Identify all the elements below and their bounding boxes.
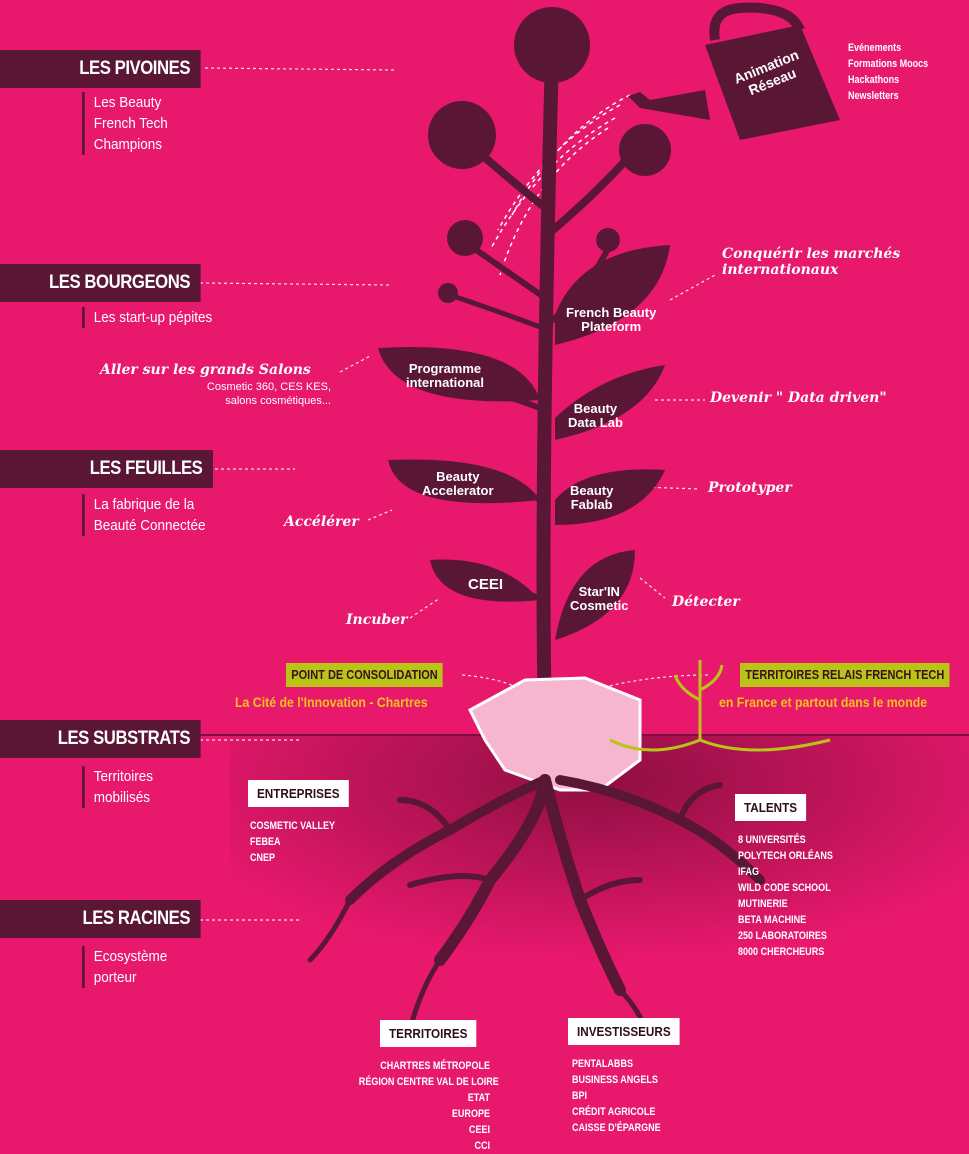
animation-item: Formations Moocs xyxy=(848,58,929,70)
action-detecter: Détecter xyxy=(672,594,740,610)
peony-flowers xyxy=(428,7,671,303)
salons-details: Cosmetic 360, CES KES, salons cosmétique… xyxy=(186,380,331,408)
root-item: CHARTRES MÉTROPOLE xyxy=(380,1060,490,1072)
action-line: Conquérir les marchés xyxy=(722,246,901,262)
consolidation-box: POINT DE CONSOLIDATION xyxy=(286,663,444,687)
leaf-line: Star'IN xyxy=(578,584,620,599)
leaf-french-beauty-plateform: French Beauty Plateform xyxy=(566,306,656,334)
layer-title-bourgeons: LES BOURGEONS xyxy=(0,264,201,302)
leaf-line: Accelerator xyxy=(422,483,494,498)
action-salons: Aller sur les grands Salons xyxy=(100,362,311,378)
leaf-line: Beauty xyxy=(570,483,614,498)
layer-line: Ecosystème xyxy=(93,948,168,965)
root-item: IFAG xyxy=(738,866,760,878)
layer-line: Les Beauty xyxy=(93,94,162,111)
layer-line: Champions xyxy=(93,136,162,153)
leaf-line: Plateform xyxy=(581,319,642,334)
leaves xyxy=(378,245,670,640)
root-item: CCI xyxy=(474,1140,490,1152)
layer-description-pivoines: Les Beauty French Tech Champions xyxy=(82,92,168,155)
layer-line: Les start-up pépites xyxy=(93,309,213,326)
animation-item: Evénements xyxy=(848,42,902,54)
action-line: internationaux xyxy=(722,262,839,278)
layer-line: Beauté Connectée xyxy=(93,517,206,534)
action-prototyper: Prototyper xyxy=(708,480,792,496)
animation-item: Newsletters xyxy=(848,90,899,102)
leaf-line: French Beauty xyxy=(566,305,657,320)
leaf-beauty-fablab: Beauty Fablab xyxy=(570,484,613,512)
leaf-line: Data Lab xyxy=(568,415,623,430)
layer-title-racines: LES RACINES xyxy=(0,900,201,938)
layer-description-racines: Ecosystème porteur xyxy=(82,946,167,988)
action-data-driven: Devenir " Data driven" xyxy=(710,390,887,406)
leaf-line: Beauty xyxy=(573,401,618,416)
roots-entreprises-list: COSMETIC VALLEY FEBEA CNEP xyxy=(250,818,335,866)
layer-description-feuilles: La fabrique de la Beauté Connectée xyxy=(82,494,206,536)
consolidation-map-shape xyxy=(468,676,642,792)
root-item: FEBEA xyxy=(250,836,281,848)
salons-line: Cosmetic 360, CES KES, xyxy=(206,381,331,393)
root-item: WILD CODE SCHOOL xyxy=(738,882,831,894)
root-item: MUTINERIE xyxy=(738,898,788,910)
root-item: CEEI xyxy=(468,1124,490,1136)
root-item: 250 LABORATOIRES xyxy=(738,930,827,942)
roots-investisseurs-list: PENTALABBS BUSINESS ANGELS BPI CRÉDIT AG… xyxy=(572,1056,661,1136)
animation-item: Hackathons xyxy=(848,74,900,86)
root-item: POLYTECH ORLÉANS xyxy=(738,850,833,862)
consolidation-location: La Cité de l'Innovation - Chartres xyxy=(235,694,428,710)
layer-line: French Tech xyxy=(93,115,168,132)
leaf-beauty-data-lab: Beauty Data Lab xyxy=(568,402,623,430)
root-item: BPI xyxy=(572,1090,588,1102)
leaf-line: international xyxy=(406,375,485,390)
territoires-relais-box: TERRITOIRES RELAIS FRENCH TECH xyxy=(740,663,950,687)
leaf-line: Beauty xyxy=(436,469,480,484)
animation-list: Evénements Formations Moocs Hackathons N… xyxy=(848,40,928,104)
watering-can-icon xyxy=(628,2,840,140)
root-item: CAISSE D'ÉPARGNE xyxy=(572,1122,661,1134)
layer-description-substrats: Territoires mobilisés xyxy=(82,766,153,808)
leaf-starin-cosmetic: Star'IN Cosmetic xyxy=(570,585,629,613)
action-incuber: Incuber xyxy=(346,612,408,628)
layer-line: mobilisés xyxy=(93,789,150,806)
root-item: ETAT xyxy=(467,1092,490,1104)
territoires-relais-sub: en France et partout dans le monde xyxy=(719,694,928,710)
roots-entreprises-title: ENTREPRISES xyxy=(248,780,349,807)
root-item: 8000 CHERCHEURS xyxy=(738,946,825,958)
layer-line: Territoires xyxy=(93,768,153,785)
root-item: CNEP xyxy=(250,852,276,864)
layer-title-substrats: LES SUBSTRATS xyxy=(0,720,201,758)
root-item: PENTALABBS xyxy=(572,1058,633,1070)
sprout-icon xyxy=(609,660,831,752)
root-item: CRÉDIT AGRICOLE xyxy=(572,1106,656,1118)
root-item: RÉGION CENTRE VAL DE LOIRE xyxy=(358,1076,499,1088)
roots-territoires-title: TERRITOIRES xyxy=(380,1020,477,1047)
action-accelerer: Accélérer xyxy=(284,514,359,530)
layer-title-feuilles: LES FEUILLES xyxy=(0,450,213,488)
layer-line: La fabrique de la xyxy=(93,496,195,513)
root-item: BUSINESS ANGELS xyxy=(572,1074,658,1086)
roots-talents-list: 8 UNIVERSITÉS POLYTECH ORLÉANS IFAG WILD… xyxy=(738,832,833,960)
root-item: BETA MACHINE xyxy=(738,914,807,926)
leaf-line: Fablab xyxy=(570,497,613,512)
roots-talents-title: TALENTS xyxy=(735,794,807,821)
layer-line: porteur xyxy=(93,969,137,986)
leaf-ceei: CEEI xyxy=(468,576,504,593)
action-conquerir: Conquérir les marchés internationaux xyxy=(722,246,900,278)
salons-line: salons cosmétiques... xyxy=(225,395,331,407)
layer-title-pivoines: LES PIVOINES xyxy=(0,50,201,88)
root-item: 8 UNIVERSITÉS xyxy=(738,834,806,846)
root-item: COSMETIC VALLEY xyxy=(250,820,336,832)
roots xyxy=(307,774,765,1043)
layer-description-bourgeons: Les start-up pépites xyxy=(82,307,212,328)
leaf-line: Cosmetic xyxy=(570,598,629,613)
leaf-programme-international: Programme international xyxy=(406,362,484,390)
leaf-beauty-accelerator: Beauty Accelerator xyxy=(422,470,494,498)
leaf-line: Programme xyxy=(408,361,482,376)
leaf-line: CEEI xyxy=(468,576,504,593)
roots-investisseurs-title: INVESTISSEURS xyxy=(568,1018,680,1045)
root-item: EUROPE xyxy=(451,1108,490,1120)
roots-territoires-list: CHARTRES MÉTROPOLE RÉGION CENTRE VAL DE … xyxy=(358,1058,499,1154)
